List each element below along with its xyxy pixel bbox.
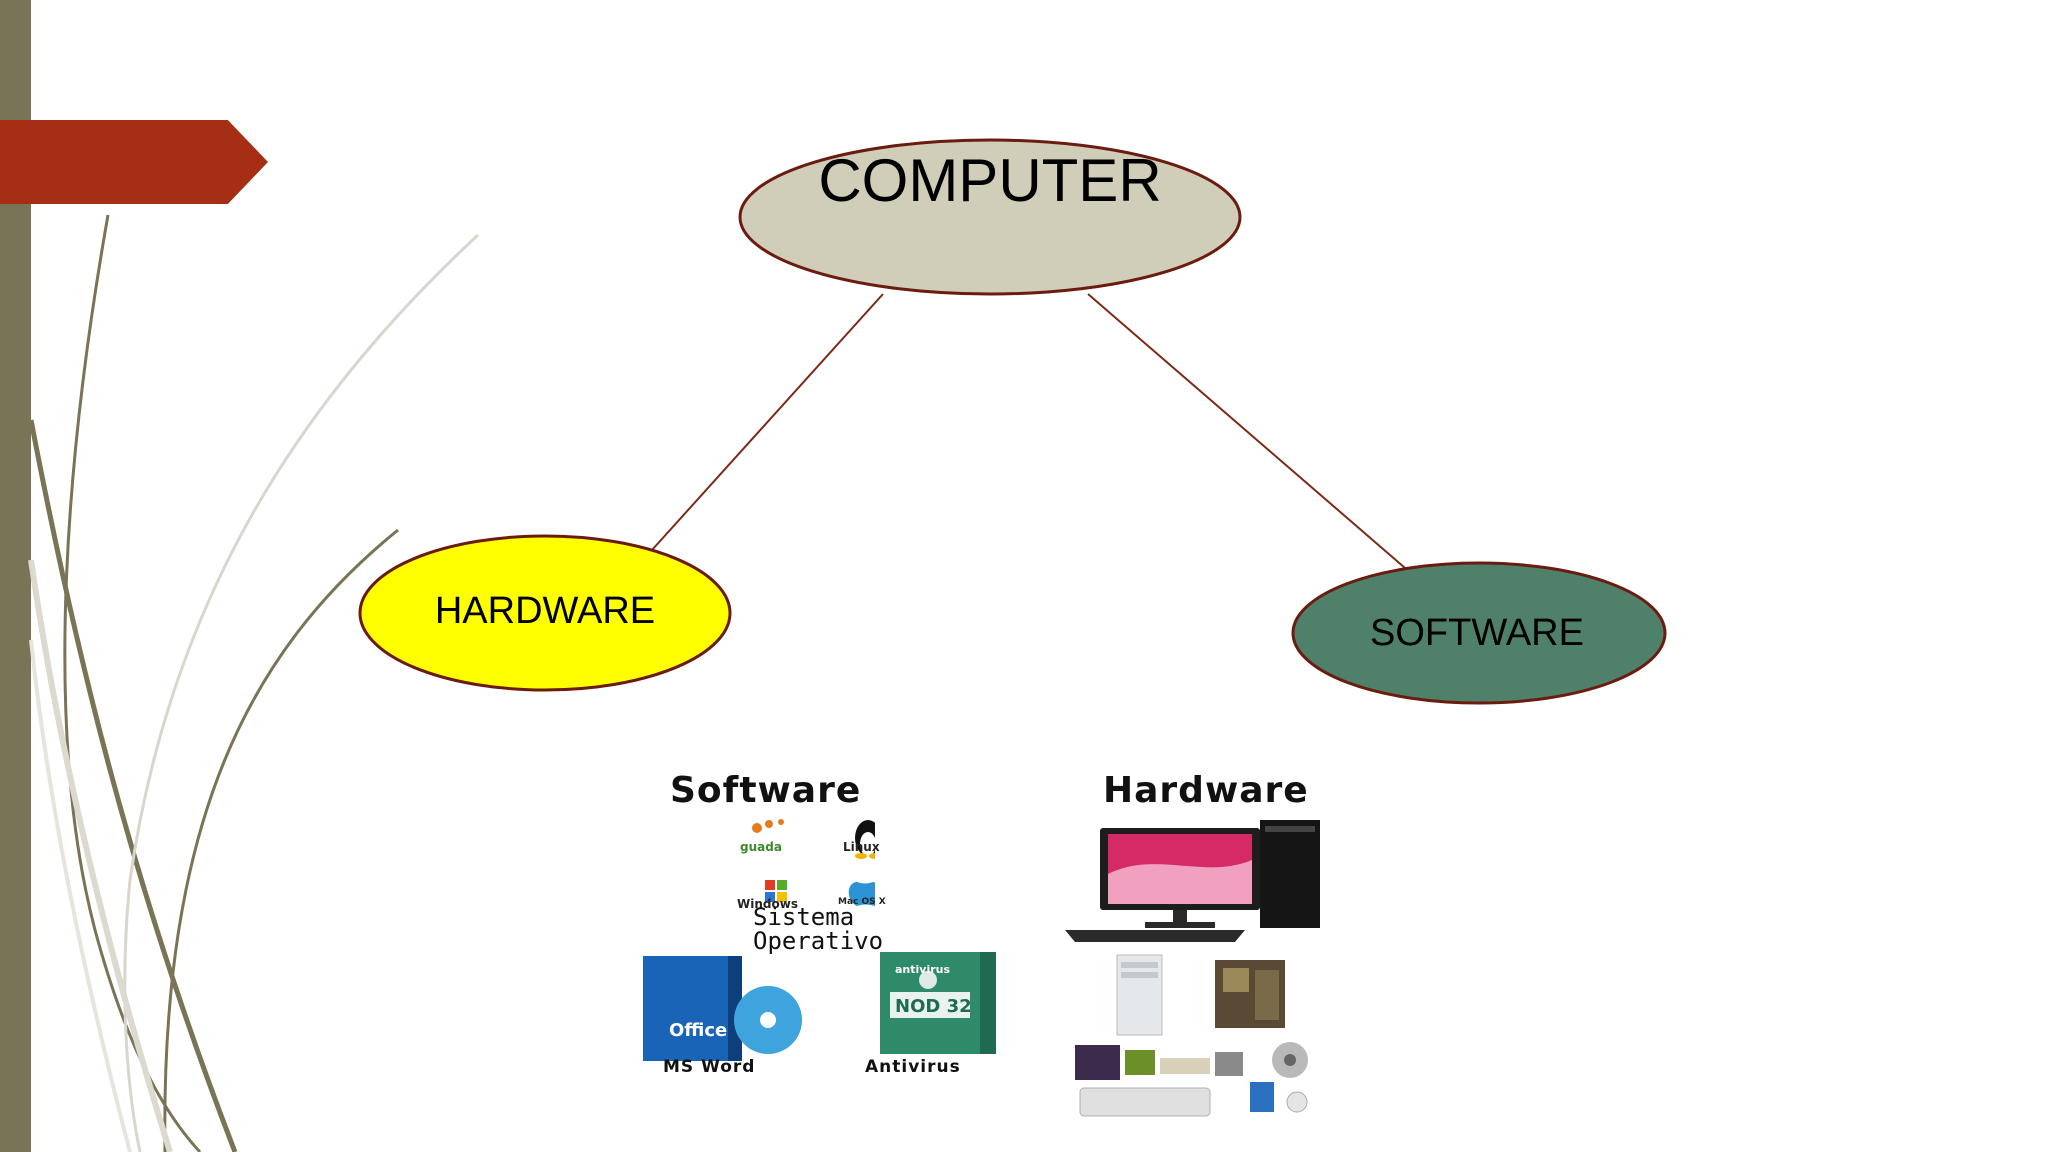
linux-logo-label: Linux	[843, 840, 880, 854]
connector-computer-hardware	[652, 294, 883, 550]
node-hardware-label: HARDWARE	[360, 588, 730, 634]
software-title: Software	[670, 770, 861, 811]
hardware-graphic	[1065, 820, 1395, 1120]
office-box-graphic	[643, 952, 813, 1067]
antivirus-box-name: NOD 32	[895, 996, 972, 1017]
software-hardware-illustration: Software Hardware guada Linux Windows Ma…	[625, 760, 1415, 1120]
node-software-label: SOFTWARE	[1292, 610, 1662, 656]
antivirus-box-top-label: antivirus	[895, 963, 950, 976]
hardware-title: Hardware	[1103, 770, 1309, 811]
connector-computer-software	[1088, 294, 1412, 574]
office-box-label: Office	[669, 1020, 727, 1041]
os-caption-line2: Operativo	[753, 927, 883, 955]
antivirus-caption: Antivirus	[865, 1057, 961, 1077]
node-computer-label: COMPUTER	[780, 145, 1200, 217]
guada-logo-label: guada	[740, 840, 782, 854]
ms-word-caption: MS Word	[663, 1057, 755, 1077]
